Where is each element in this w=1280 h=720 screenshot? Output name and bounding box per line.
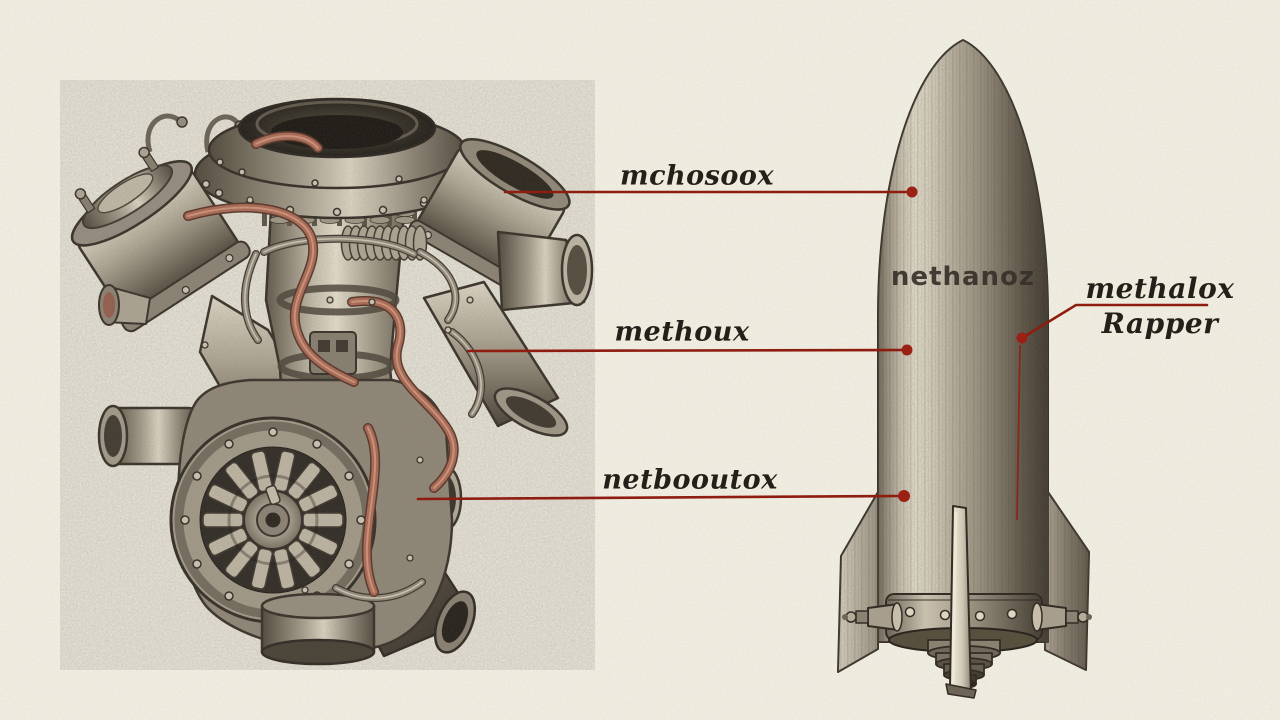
leader-line-3: [416, 490, 910, 502]
leader-line-1: [503, 186, 918, 198]
label-rocket-side-line2: Rapper: [1101, 307, 1219, 340]
leader-lines: [416, 186, 1209, 502]
rocket-fin-center: [945, 505, 977, 699]
label-engine-mid: methoux: [614, 316, 750, 348]
label-rocket-side-line1: methalox: [1085, 272, 1235, 305]
leader-line-rocket-edge: [1016, 344, 1021, 521]
leader-line-4: [1016, 303, 1209, 344]
leader-line-2: [466, 344, 913, 356]
rocket-thruster-right: [1031, 602, 1092, 632]
label-engine-top: mchosoox: [620, 160, 774, 192]
engine-illustration: [60, 80, 595, 670]
rocket-thruster-left: [842, 602, 903, 632]
label-engine-bottom: netbooutox: [602, 464, 778, 496]
label-rocket-side: methalox Rapper: [1086, 271, 1235, 341]
rocket-body-text: nethanoz: [890, 262, 1036, 292]
